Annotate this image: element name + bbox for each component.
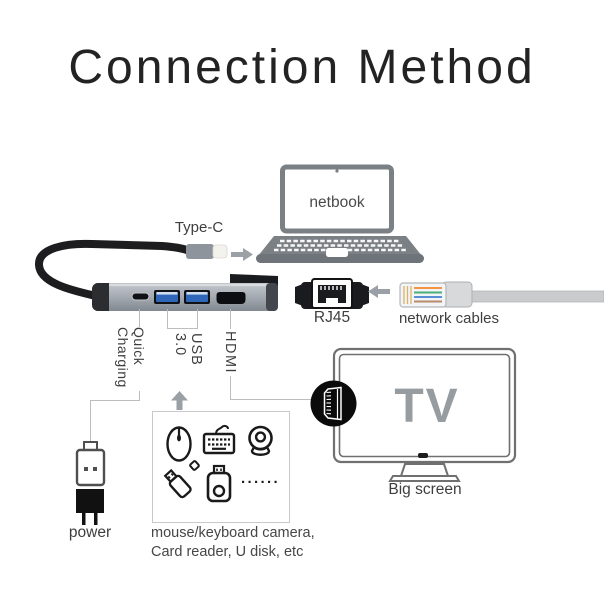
connector-line (139, 309, 140, 327)
connector-line (90, 400, 91, 441)
netbook-laptop-icon: netbook (254, 164, 426, 266)
connector-line (167, 328, 198, 329)
rj45-label: RJ45 (313, 309, 351, 326)
arrow-right-icon (231, 246, 254, 263)
connector-line (90, 400, 140, 401)
webcam-dot-icon (335, 169, 339, 173)
connector-line (167, 309, 168, 329)
typec-label: Type-C (174, 219, 224, 236)
peripherals-caption: mouse/keyboard camera, Card reader, U di… (151, 525, 315, 560)
usb-c-port-icon (131, 292, 150, 301)
webcam-icon (246, 424, 275, 460)
usb-a-port-icon (154, 290, 180, 304)
network-cable-line (463, 290, 604, 303)
hdmi-label: HDMI (222, 331, 238, 375)
touchpad (326, 248, 348, 257)
usb-plug-icon (73, 441, 108, 487)
quick-charging-label: Quick Charging (115, 327, 147, 388)
hub-right-cap (266, 283, 278, 311)
arrow-left-icon (367, 283, 390, 300)
tv-icon: TV (330, 346, 522, 486)
big-screen-label: Big screen (388, 481, 462, 498)
netbook-label: netbook (309, 194, 364, 211)
rj45-port-icon (295, 277, 369, 313)
usb-a-port-icon (184, 290, 210, 304)
typec-cable (35, 239, 194, 300)
arrow-up-icon (171, 391, 188, 410)
keyboard-icon (202, 424, 236, 456)
connector-line (230, 399, 318, 400)
connector-line (139, 391, 140, 401)
hub-left-cap (91, 283, 109, 311)
connector-line (230, 309, 231, 329)
usb-c-hub (30, 238, 300, 320)
power-label: power (68, 524, 112, 541)
usb30-label: USB 3.0 (172, 333, 204, 366)
power-plug-icon (73, 489, 108, 536)
network-cables-label: network cables (398, 310, 500, 327)
tv-screen-text: TV (394, 380, 459, 433)
hdmi-port-icon (216, 292, 246, 304)
ethernet-cable-icon (394, 274, 604, 314)
mouse-icon (165, 425, 193, 463)
typec-connector (186, 244, 214, 259)
hdmi-plug-icon (309, 379, 358, 428)
page-title: Connection Method (68, 41, 536, 94)
more-ellipsis-icon: ······ (241, 474, 280, 491)
connector-line (197, 309, 198, 329)
usb-flash-drive-icon (159, 460, 201, 504)
connector-line (230, 376, 231, 400)
peripherals-box: ······ (152, 411, 290, 523)
card-reader-icon (205, 464, 233, 504)
